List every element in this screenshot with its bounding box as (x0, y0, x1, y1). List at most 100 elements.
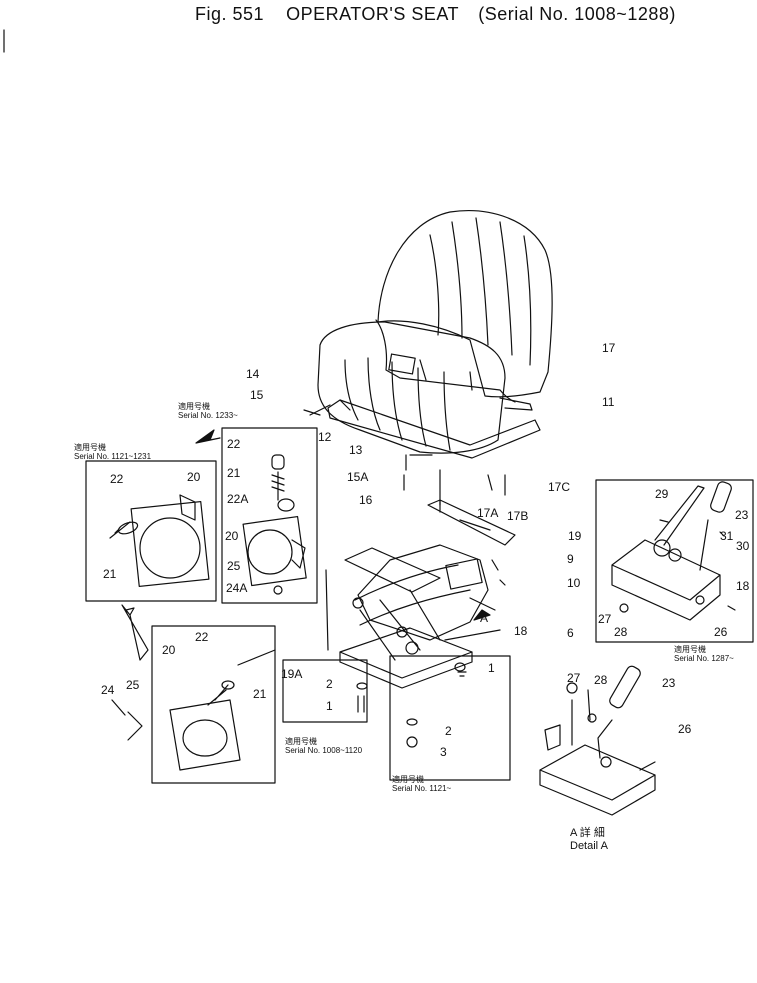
note-jp-1121-1231: 適用号機 (74, 443, 106, 452)
box-5-parts (406, 662, 467, 748)
suspension-body (357, 544, 489, 641)
callout-18: 18 (514, 624, 528, 638)
seat-rail (499, 397, 533, 411)
callout-box3-24: 24 (101, 683, 115, 697)
callout-15a: 15A (347, 470, 369, 484)
callout-box3-25: 25 (126, 678, 140, 692)
detail-a-caption: Detail A (570, 840, 608, 852)
pivot-bolt (396, 626, 408, 638)
box-1-parts (242, 454, 307, 595)
label-plate (445, 558, 483, 590)
callout-box1-22: 22 (227, 437, 241, 451)
callout-6: 6 (567, 626, 574, 640)
detail-box-4 (282, 659, 368, 723)
callout-det-18: 18 (736, 579, 750, 593)
figure-name: OPERATOR'S SEAT (286, 4, 459, 24)
callout-9: 9 (567, 552, 574, 566)
detail-box-6 (595, 479, 754, 643)
note-jp-1008-1120: 適用号機 (285, 737, 317, 746)
belt-buckle (388, 353, 416, 375)
callout-det-27: 27 (598, 612, 612, 626)
seat-assembly (317, 210, 553, 459)
arrow-a (473, 609, 491, 621)
callout-box5-3: 3 (440, 745, 447, 759)
box-6-parts (611, 481, 736, 621)
note-1233: Serial No. 1233~ (178, 411, 238, 420)
callout-da-23: 23 (662, 676, 676, 690)
box-4-parts (356, 682, 368, 713)
callout-det-31: 31 (720, 529, 734, 543)
hatched-arrow (121, 604, 149, 661)
arm-bar (325, 569, 329, 651)
detail-box-2 (85, 460, 217, 602)
note-jp-1121: 適用号機 (392, 775, 424, 784)
callout-det-30: 30 (736, 539, 750, 553)
callout-da-27: 27 (567, 671, 581, 685)
callout-box2-20: 20 (187, 470, 201, 484)
cushion-ribs (344, 357, 451, 451)
figure-title: Fig. 551 OPERATOR'S SEAT (Serial No. 100… (195, 4, 676, 25)
callout-box5-2: 2 (445, 724, 452, 738)
figure-number: Fig. 551 (195, 4, 265, 24)
callout-det-26: 26 (714, 625, 728, 639)
callout-11: 11 (602, 395, 615, 409)
box-3-parts (127, 649, 276, 771)
callout-box3-21: 21 (253, 687, 267, 701)
callout-det-28: 28 (614, 625, 628, 639)
suspension-assembly (325, 454, 516, 689)
callout-box1-20: 20 (225, 529, 239, 543)
box-2-parts (109, 494, 210, 588)
detail-a-jp: A 詳 細 (570, 827, 605, 839)
callout-14: 14 (246, 367, 260, 381)
callout-det-29: 29 (655, 487, 669, 501)
callout-da-26: 26 (678, 722, 692, 736)
callout-box3-22: 22 (195, 630, 209, 644)
note-1121: Serial No. 1121~ (392, 784, 452, 793)
note-jp-1287: 適用号機 (674, 645, 706, 654)
callout-19a: 19A (281, 667, 303, 681)
leader-lines (403, 454, 506, 641)
detail-a-parts (539, 665, 656, 816)
detail-box-3 (151, 625, 276, 784)
base-plate (339, 627, 473, 689)
callout-13: 13 (349, 443, 363, 457)
callout-17a: 17A (477, 506, 499, 520)
seat-belt (375, 319, 516, 403)
figure-serial-range: (Serial No. 1008~1288) (478, 4, 676, 24)
callout-box1-25: 25 (227, 559, 241, 573)
detail-box-5 (389, 655, 511, 781)
callout-17: 17 (602, 341, 616, 355)
callout-box2-21: 21 (103, 567, 117, 581)
callout-box3-20: 20 (162, 643, 176, 657)
callout-da-28: 28 (594, 673, 608, 687)
leader-lines-misc (111, 399, 433, 716)
callout-box5-1: 1 (488, 661, 495, 675)
callout-box2-22: 22 (110, 472, 124, 486)
pivot-bolt (352, 597, 364, 609)
note-jp-1233: 適用号機 (178, 402, 210, 411)
callout-box4-1: 1 (326, 699, 333, 713)
scissor-links (354, 564, 471, 661)
callout-det-23: 23 (735, 508, 749, 522)
callout-box1-24a: 24A (226, 581, 248, 595)
mount-plate (344, 547, 441, 593)
direction-arrow (195, 429, 221, 444)
seat-cushion (317, 321, 506, 454)
callout-19: 19 (568, 529, 582, 543)
note-1287: Serial No. 1287~ (674, 654, 734, 663)
pivot-bolt (405, 641, 419, 655)
detail-box-1 (221, 427, 318, 604)
callout-15: 15 (250, 388, 264, 402)
top-plate (427, 499, 516, 546)
callout-box1-21: 21 (227, 466, 241, 480)
callout-10: 10 (567, 576, 581, 590)
callout-17c: 17C (548, 480, 571, 494)
callout-12: 12 (318, 430, 332, 444)
backrest-ribs (429, 217, 532, 366)
callout-box4-2: 2 (326, 677, 333, 691)
callout-16: 16 (359, 493, 373, 507)
note-1008-1120: Serial No. 1008~1120 (285, 746, 363, 755)
callout-box1-22a: 22A (227, 492, 249, 506)
